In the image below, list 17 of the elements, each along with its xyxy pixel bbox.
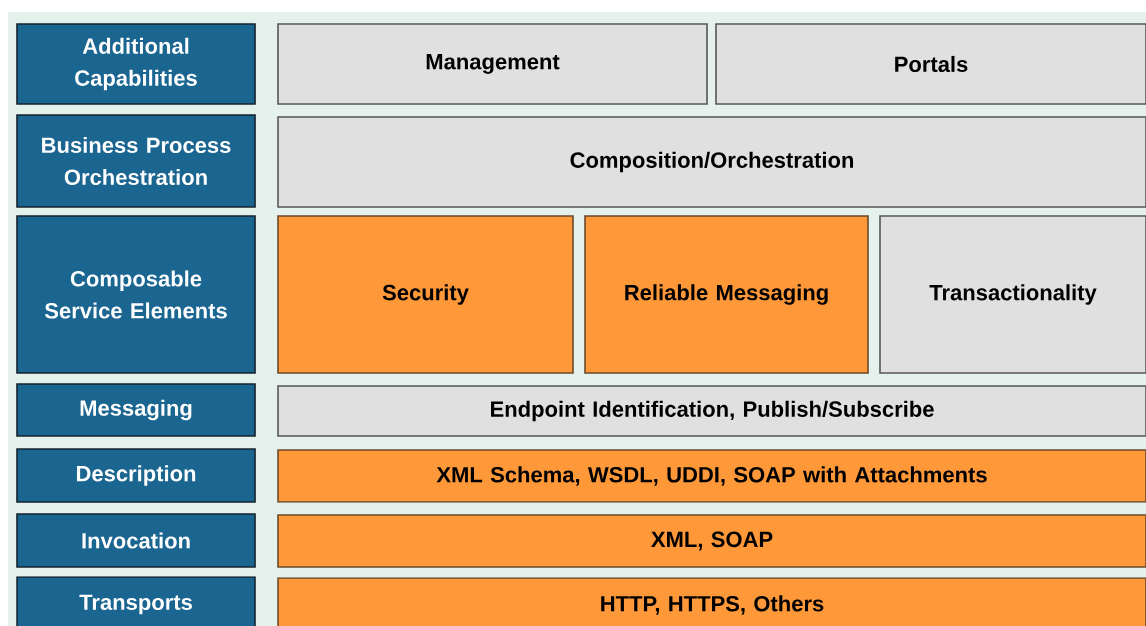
layer-box: Reliable Messaging	[584, 215, 869, 374]
layer-box: HTTP, HTTPS, Others	[277, 577, 1146, 626]
layer-box: Security	[277, 215, 574, 374]
layer-box: Management	[277, 23, 708, 105]
layer-box: XML, SOAP	[277, 514, 1146, 568]
layer-box: Transactionality	[879, 215, 1146, 374]
layer-box: Composition/Orchestration	[277, 116, 1146, 208]
row-label-box: Messaging	[16, 383, 256, 437]
layer-box: Portals	[715, 23, 1146, 105]
layer-box: XML Schema, WSDL, UDDI, SOAP with Attachments	[277, 449, 1146, 503]
layer-box: Endpoint Identification, Publish/Subscribe	[277, 385, 1146, 437]
row-label-box: Additional Capabilities	[16, 23, 256, 105]
row-label-box: Transports	[16, 576, 256, 626]
row-label-box: Business Process Orchestration	[16, 114, 256, 208]
row-label-box: Description	[16, 448, 256, 503]
row-label-box: Composable Service Elements	[16, 215, 256, 374]
row-label-box: Invocation	[16, 513, 256, 568]
